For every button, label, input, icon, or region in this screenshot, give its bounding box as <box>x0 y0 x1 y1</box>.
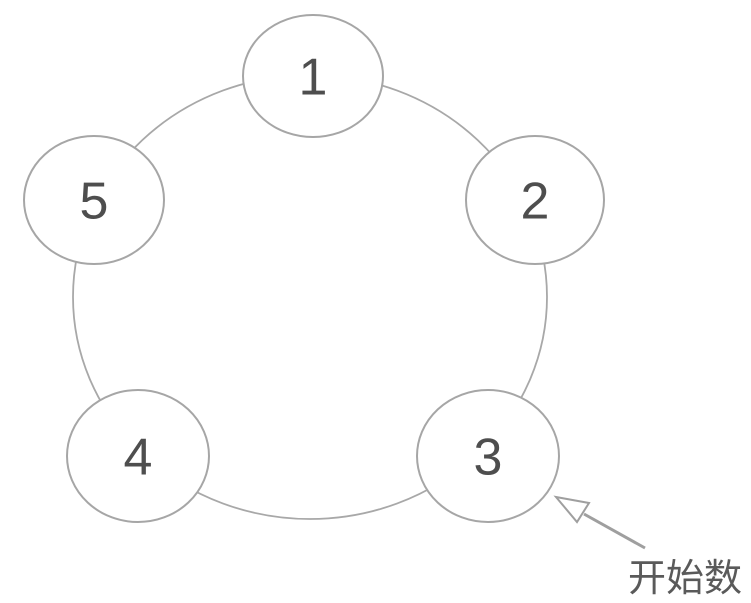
node-label: 1 <box>299 49 328 107</box>
node-label: 4 <box>124 429 153 487</box>
node-circle <box>23 135 165 265</box>
node-label: 2 <box>521 173 550 231</box>
node-5: 5 <box>23 135 165 265</box>
node-circle <box>465 135 605 265</box>
start-arrow <box>553 495 646 550</box>
node-circle <box>416 389 560 523</box>
arrow-shaft <box>583 512 646 550</box>
node-4: 4 <box>66 389 210 523</box>
node-3: 3 <box>416 389 560 523</box>
node-circle <box>66 389 210 523</box>
node-circle <box>242 14 384 138</box>
node-2: 2 <box>465 135 605 265</box>
node-label: 5 <box>80 173 109 231</box>
arrow-head-icon <box>553 495 591 524</box>
nodes-layer: 1 2 3 4 5 <box>23 14 605 523</box>
node-label: 3 <box>474 429 503 487</box>
start-label: 开始数 <box>628 558 742 600</box>
node-1: 1 <box>242 14 384 138</box>
